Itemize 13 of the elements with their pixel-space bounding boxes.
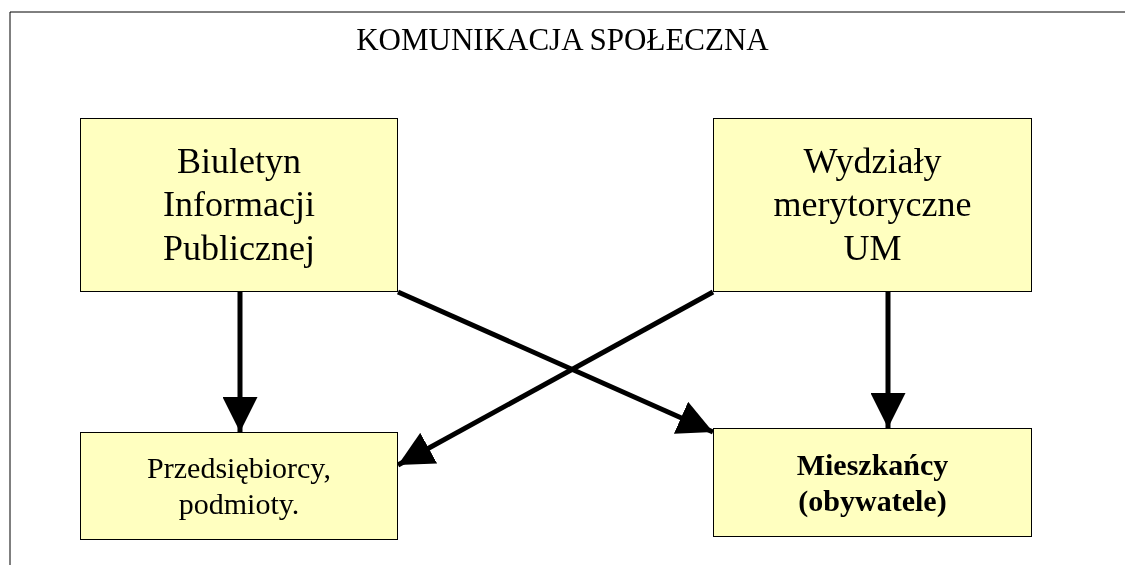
box-label: Przedsiębiorcy, podmioty. — [146, 450, 332, 522]
process-box — [80, 118, 398, 292]
process-box — [713, 118, 1032, 292]
process-box — [80, 432, 398, 540]
diagram-title: KOMUNIKACJA SPOŁECZNA — [355, 22, 770, 58]
box-label: Biuletyn Informacji Publicznej — [162, 140, 316, 270]
box-label: Mieszkańcy (obywatele) — [795, 446, 950, 519]
arrow — [222, 292, 258, 432]
box-label: Wydziały merytoryczne UM — [772, 140, 973, 270]
process-box — [713, 428, 1032, 537]
arrow — [870, 292, 906, 428]
arrow — [396, 289, 715, 468]
arrow — [397, 289, 714, 435]
